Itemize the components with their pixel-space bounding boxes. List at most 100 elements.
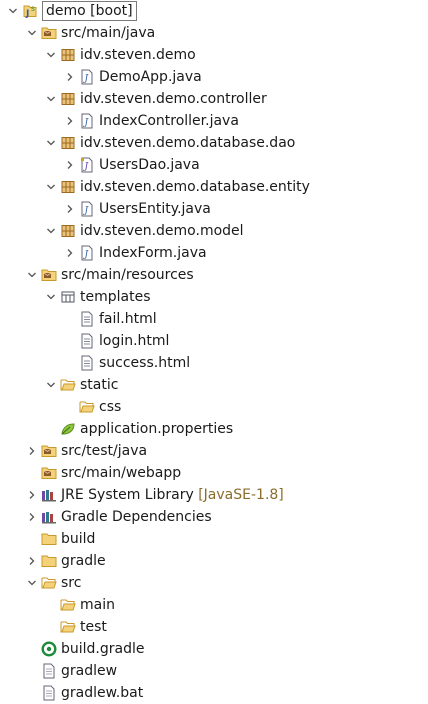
chevron-down-icon[interactable] — [26, 264, 38, 286]
label-text: src — [61, 575, 82, 591]
label-decoration: [JavaSE-1.8] — [198, 487, 284, 503]
chevron-right-icon[interactable] — [26, 484, 38, 506]
source-folder-icon — [40, 462, 58, 484]
label-text: idv.steven.demo.model — [80, 223, 244, 239]
tree-item-file-login-html[interactable]: login.html — [0, 330, 428, 352]
tree-item-label: UsersEntity.java — [99, 198, 211, 220]
chevron-down-icon[interactable] — [7, 0, 19, 22]
label-text: idv.steven.demo.controller — [80, 91, 267, 107]
chevron-right-icon[interactable] — [26, 440, 38, 462]
template-folder-icon — [59, 286, 77, 308]
tree-item-package-database-entity[interactable]: idv.steven.demo.database.entity — [0, 176, 428, 198]
tree-item-label: idv.steven.demo.database.entity — [80, 176, 310, 198]
tree-item-label: test — [80, 616, 107, 638]
tree-item-file-usersdao-java[interactable]: J UsersDao.java — [0, 154, 428, 176]
tree-item-label: gradle — [61, 550, 106, 572]
tree-item-folder-main[interactable]: main — [0, 594, 428, 616]
chevron-right-icon[interactable] — [64, 242, 76, 264]
tree-item-package-database-dao[interactable]: idv.steven.demo.database.dao — [0, 132, 428, 154]
label-text: DemoApp.java — [99, 69, 202, 85]
tree-item-file-usersentity-java[interactable]: J UsersEntity.java — [0, 198, 428, 220]
tree-item-file-fail-html[interactable]: fail.html — [0, 308, 428, 330]
tree-item-src-test-java[interactable]: src/test/java — [0, 440, 428, 462]
tree-item-folder-src[interactable]: src — [0, 572, 428, 594]
tree-item-folder-css[interactable]: css — [0, 396, 428, 418]
svg-text:J: J — [83, 250, 90, 260]
chevron-down-icon[interactable] — [26, 22, 38, 44]
label-text: build — [61, 531, 96, 547]
chevron-down-icon[interactable] — [45, 132, 57, 154]
label-text: UsersDao.java — [99, 157, 200, 173]
tree-item-file-gradlew[interactable]: gradlew — [0, 660, 428, 682]
tree-item-label: templates — [80, 286, 151, 308]
label-text: src/main/webapp — [61, 465, 182, 481]
tree-item-label: src — [61, 572, 81, 594]
tree-item-src-main-webapp[interactable]: src/main/webapp — [0, 462, 428, 484]
package-icon — [59, 132, 77, 154]
chevron-down-icon[interactable] — [45, 286, 57, 308]
tree-item-file-demoapp-java[interactable]: J DemoApp.java — [0, 66, 428, 88]
tree-item-label: main — [80, 594, 115, 616]
tree-item-label: gradlew.bat — [61, 682, 143, 704]
open-folder-icon — [40, 572, 58, 594]
label-text: css — [99, 399, 122, 415]
tree-item-label: IndexForm.java — [99, 242, 207, 264]
tree-item-label: JRE System Library [JavaSE-1.8] — [61, 484, 284, 506]
label-text: success.html — [99, 355, 191, 371]
java-class-icon: J — [78, 66, 96, 88]
tree-item-label: demo [boot] — [42, 0, 137, 22]
chevron-right-icon[interactable] — [26, 506, 38, 528]
tree-item-file-application-properties[interactable]: application.properties — [0, 418, 428, 440]
tree-item-label: build — [61, 528, 95, 550]
tree-item-folder-templates[interactable]: templates — [0, 286, 428, 308]
chevron-down-icon[interactable] — [45, 374, 57, 396]
java-class-icon: J — [78, 198, 96, 220]
java-interface-icon: J — [78, 154, 96, 176]
tree-item-folder-static[interactable]: static — [0, 374, 428, 396]
svg-text:J: J — [25, 9, 29, 19]
chevron-down-icon[interactable] — [26, 572, 38, 594]
chevron-right-icon[interactable] — [26, 550, 38, 572]
svg-text:J: J — [83, 206, 90, 216]
tree-item-label: idv.steven.demo.model — [80, 220, 244, 242]
html-file-icon — [78, 308, 96, 330]
tree-item-package-model[interactable]: idv.steven.demo.model — [0, 220, 428, 242]
tree-item-file-build-gradle[interactable]: build.gradle — [0, 638, 428, 660]
svg-text:J: J — [83, 162, 90, 172]
chevron-down-icon[interactable] — [45, 176, 57, 198]
chevron-down-icon[interactable] — [45, 44, 57, 66]
properties-leaf-icon — [59, 418, 77, 440]
chevron-right-icon[interactable] — [64, 154, 76, 176]
chevron-down-icon[interactable] — [45, 88, 57, 110]
tree-item-jre-system-library[interactable]: JRE System Library [JavaSE-1.8] — [0, 484, 428, 506]
tree-item-src-main-resources[interactable]: src/main/resources — [0, 264, 428, 286]
chevron-down-icon[interactable] — [45, 220, 57, 242]
chevron-right-icon[interactable] — [64, 110, 76, 132]
label-text: Gradle Dependencies — [61, 509, 212, 525]
tree-item-gradle-dependencies[interactable]: Gradle Dependencies — [0, 506, 428, 528]
tree-item-package-controller[interactable]: idv.steven.demo.controller — [0, 88, 428, 110]
tree-item-label: UsersDao.java — [99, 154, 200, 176]
chevron-right-icon[interactable] — [64, 198, 76, 220]
tree-item-src-main-java[interactable]: src/main/java — [0, 22, 428, 44]
tree-item-label: css — [99, 396, 121, 418]
svg-text:J: J — [83, 74, 90, 84]
tree-item-folder-build[interactable]: build — [0, 528, 428, 550]
tree-item-file-gradlew-bat[interactable]: gradlew.bat — [0, 682, 428, 704]
tree-item-folder-gradle[interactable]: gradle — [0, 550, 428, 572]
chevron-right-icon[interactable] — [64, 66, 76, 88]
tree-item-label: success.html — [99, 352, 190, 374]
tree-item-package-idv-steven-demo[interactable]: idv.steven.demo — [0, 44, 428, 66]
text-file-icon — [40, 682, 58, 704]
tree-item-folder-test[interactable]: test — [0, 616, 428, 638]
label-text: idv.steven.demo.database.entity — [80, 179, 310, 195]
tree-item-file-success-html[interactable]: success.html — [0, 352, 428, 374]
label-text: application.properties — [80, 421, 234, 437]
html-file-icon — [78, 330, 96, 352]
tree-item-file-indexform-java[interactable]: J IndexForm.java — [0, 242, 428, 264]
label-text: src/main/java — [61, 25, 156, 41]
library-icon — [40, 506, 58, 528]
